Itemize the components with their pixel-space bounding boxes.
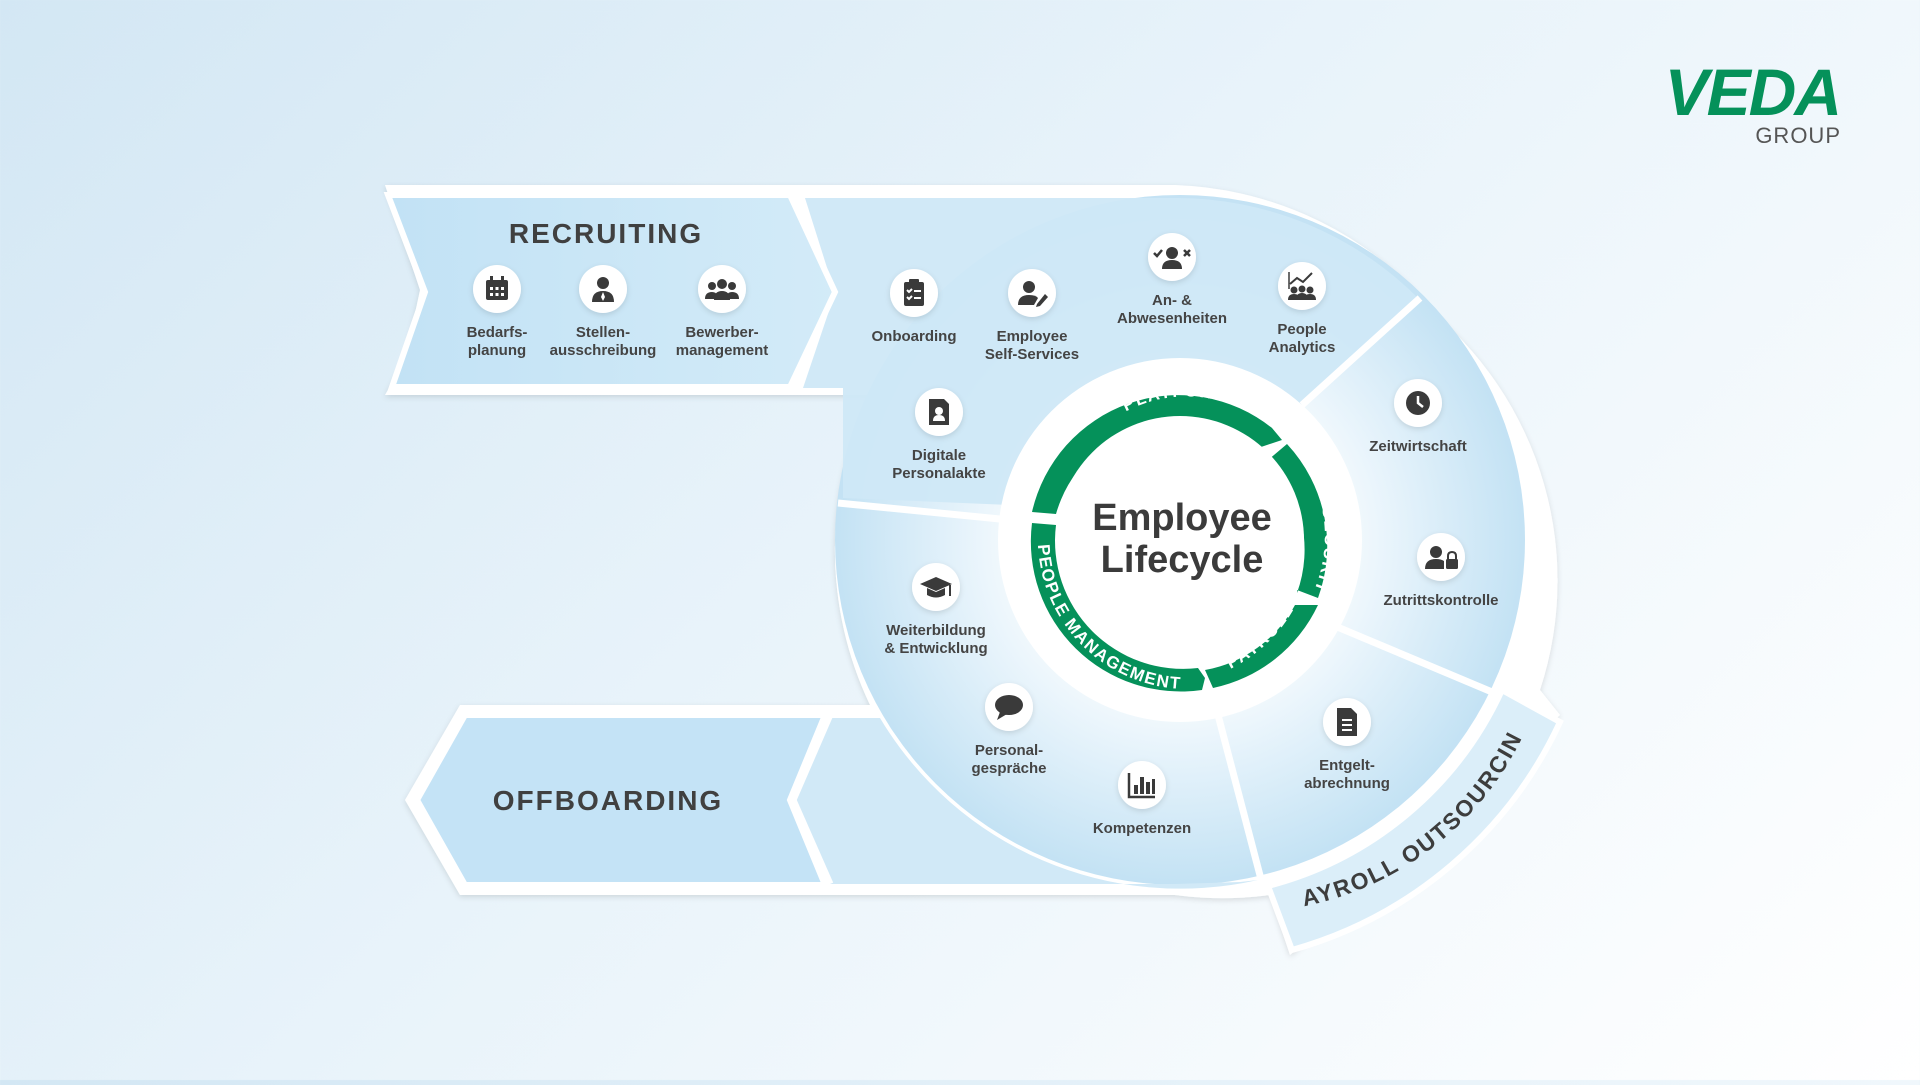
offboarding-arrow <box>413 712 830 888</box>
node-label: Bewerber- <box>685 324 758 341</box>
node-onboarding: Onboarding <box>872 269 957 345</box>
node-label: Bedarfs- <box>467 324 528 341</box>
node-icon-badge <box>1417 533 1465 581</box>
core-inner <box>1056 416 1304 664</box>
node-label: management <box>676 342 769 359</box>
section-title-offboarding: OFFBOARDING <box>493 785 723 816</box>
node-label: People <box>1277 321 1326 338</box>
node-personalgespraeche: Personal-gespräche <box>971 683 1047 777</box>
speech-bubble-icon <box>995 695 1023 720</box>
node-layer: Bedarfs-planungStellen-ausschreibungBewe… <box>467 233 1499 837</box>
person-edit-icon <box>1018 281 1048 307</box>
node-label: Analytics <box>1269 339 1336 356</box>
node-label: Employee <box>997 328 1068 345</box>
document-icon <box>1337 708 1357 736</box>
svg-text:VEDA: VEDA <box>1665 55 1840 129</box>
node-label: abrechnung <box>1304 775 1390 792</box>
node-label: An- & <box>1152 292 1192 309</box>
core-title-line2: Lifecycle <box>1101 539 1264 581</box>
node-label: Digitale <box>912 447 966 464</box>
node-label: & Entwicklung <box>884 640 987 657</box>
calendar-icon <box>486 276 508 300</box>
logo-group-text: GROUP <box>1755 123 1841 148</box>
node-zeitwirtschaft: Zeitwirtschaft <box>1369 379 1467 455</box>
node-label: Onboarding <box>872 328 957 345</box>
core-title-line1: Employee <box>1092 497 1272 539</box>
node-label: Kompetenzen <box>1093 820 1191 837</box>
veda-logo: VEDA GROUP <box>1665 55 1842 148</box>
node-label: ausschreibung <box>550 342 657 359</box>
section-title-recruiting: RECRUITING <box>509 218 703 249</box>
node-label: Stellen- <box>576 324 630 341</box>
node-label: Zutrittskontrolle <box>1384 592 1499 609</box>
node-entgeltabrechnung: Entgelt-abrechnung <box>1304 698 1390 792</box>
node-stellenausschreibung: Stellen-ausschreibung <box>550 265 657 359</box>
node-label: Personal- <box>975 742 1043 759</box>
node-label: Entgelt- <box>1319 757 1375 774</box>
node-label: Personalakte <box>892 465 985 482</box>
node-label: Zeitwirtschaft <box>1369 438 1467 455</box>
node-icon-badge <box>1008 269 1056 317</box>
segment-dividers <box>789 295 1494 886</box>
node-label: Weiterbildung <box>886 622 986 639</box>
person-lock-icon <box>1425 546 1458 569</box>
node-label: gespräche <box>971 760 1046 777</box>
analytics-people-icon <box>1288 272 1316 300</box>
node-kompetenzen: Kompetenzen <box>1093 761 1191 837</box>
node-label: Abwesenheiten <box>1117 310 1227 327</box>
platform-band <box>803 197 1418 505</box>
clock-icon <box>1406 391 1430 415</box>
graduation-cap-icon <box>920 577 952 598</box>
person-tie-icon <box>592 277 614 302</box>
bar-chart-icon <box>1127 773 1155 799</box>
node-label: planung <box>468 342 526 359</box>
person-check-cross-icon <box>1153 247 1191 269</box>
node-abwesenheiten: An- &Abwesenheiten <box>1117 233 1227 327</box>
node-label: Self-Services <box>985 346 1079 363</box>
clipboard-checklist-icon <box>904 279 924 306</box>
node-zutrittskontrolle: Zutrittskontrolle <box>1384 533 1499 609</box>
node-weiterbildung: Weiterbildung& Entwicklung <box>884 563 988 657</box>
node-bewerbermanagement: Bewerber-management <box>676 265 769 359</box>
group-icon <box>705 279 739 300</box>
person-file-icon <box>929 399 949 425</box>
payroll-outsourcing-band <box>1264 685 1564 954</box>
node-bedarfsplanung: Bedarfs-planung <box>467 265 528 359</box>
